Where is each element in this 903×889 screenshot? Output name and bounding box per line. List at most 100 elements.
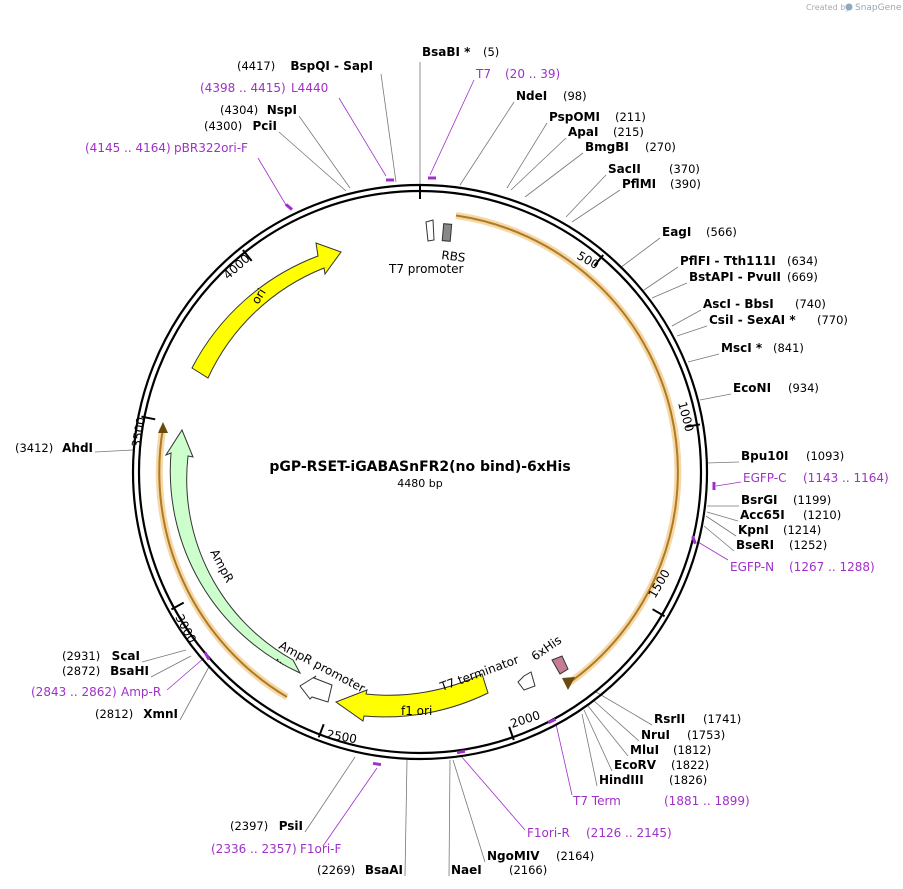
primer-leader-egfp-n	[697, 541, 729, 561]
primer-leader-l4440	[338, 97, 387, 177]
enzyme-name-bspqi-sapi: BspQI - SapI	[290, 59, 373, 73]
enzyme-name-psii: PsiI	[279, 819, 303, 833]
primer-name-f1ori-r: F1ori-R	[527, 826, 570, 840]
enzyme-name-bmgbi: BmgBI	[585, 140, 629, 154]
primer-leader-t7	[429, 79, 475, 176]
his-tag-feature: 6xHis	[529, 633, 569, 675]
primer-site-pbr322ori-f	[284, 203, 294, 211]
enzyme-name-hindiii: HindIII	[599, 773, 644, 787]
enzyme-name-bsahi: BsaHI	[110, 664, 149, 678]
primer-range-f1ori-r: (2126 .. 2145)	[586, 826, 672, 840]
enzyme-leader-mlui	[587, 705, 629, 757]
enzyme-name-ecorv: EcoRV	[614, 758, 657, 772]
enzyme-leader-bseri	[703, 525, 735, 552]
enzyme-leader-ecorv	[583, 709, 613, 772]
enzyme-position-scai: (2931)	[62, 649, 100, 663]
enzyme-leader-econi	[699, 393, 732, 401]
tick-label-3000: 3000	[172, 612, 199, 646]
enzyme-name-apai: ApaI	[568, 125, 598, 139]
plasmid-name: pGP-RSET-iGABASnFR2(no bind)-6xHis	[269, 459, 570, 475]
enzyme-name-msci: MscI *	[721, 341, 763, 355]
primer-leader-f1ori-f	[322, 767, 378, 847]
f1-ori-feature: f1 ori	[334, 673, 489, 722]
ampr-highlight-arrow-icon	[158, 422, 168, 433]
tick-mark-2500	[317, 723, 325, 738]
enzyme-position-psii: (2397)	[230, 819, 268, 833]
enzyme-position-ecorv: (1822)	[671, 758, 709, 772]
enzyme-name-pflmi: PflMI	[622, 177, 656, 191]
enzyme-name-rsrii: RsrII	[654, 712, 685, 726]
primer-name-t7-term: T7 Term	[572, 794, 621, 808]
f1-ori-arrow-icon	[334, 673, 489, 722]
plasmid-length: 4480 bp	[397, 477, 442, 490]
tick-mark-1500	[652, 608, 666, 618]
enzyme-leader-ahdi	[94, 449, 134, 453]
enzyme-name-bpu10i: Bpu10I	[741, 449, 788, 463]
orf-highlight	[455, 212, 682, 690]
enzyme-name-bseri: BseRI	[736, 538, 774, 552]
primer-site-f1ori-r	[456, 749, 466, 755]
enzyme-leader-msci	[687, 353, 720, 363]
enzyme-labels: BsaBI *(5)NdeI(98)PspOMI(211)ApaI(215)Bm…	[15, 45, 848, 877]
label-leader-lines	[94, 62, 742, 877]
enzyme-name-bstapi-pvuii: BstAPI - PvuII	[689, 270, 781, 284]
primer-leader-t7-term	[555, 723, 573, 796]
ampr-promoter-feature: AmpR promoter	[277, 638, 367, 703]
primer-leader-f1ori-r	[460, 755, 526, 831]
enzyme-leader-rsrii	[595, 691, 653, 726]
enzyme-name-xmni: XmnI	[143, 707, 178, 721]
enzyme-position-acc65i: (1210)	[803, 508, 841, 522]
orf-highlight-line	[455, 214, 679, 686]
enzyme-name-nrui: NruI	[641, 728, 670, 742]
tick-mark-3000	[170, 601, 185, 611]
enzyme-position-hindiii: (1826)	[669, 773, 707, 787]
primer-site-egfp-c	[712, 482, 716, 490]
primer-name-pbr322ori-f: pBR322ori-F	[174, 141, 248, 155]
enzyme-position-csii-sexai: (770)	[817, 313, 848, 327]
enzyme-name-naei: NaeI	[451, 863, 482, 877]
enzyme-position-sacii: (370)	[669, 162, 700, 176]
enzyme-leader-nspi	[298, 115, 351, 189]
primer-name-f1ori-f: F1ori-F	[300, 842, 341, 856]
primer-name-amp-r: Amp-R	[121, 685, 161, 699]
enzyme-position-bpu10i: (1093)	[806, 449, 844, 463]
enzyme-name-nspi: NspI	[267, 103, 297, 117]
enzyme-position-econi: (934)	[788, 381, 819, 395]
snapgene-logo-icon	[845, 3, 853, 11]
tick-mark-4000	[242, 249, 253, 262]
enzyme-leader-asci-bbsi	[671, 309, 702, 327]
enzyme-position-bsabi: (5)	[483, 45, 499, 59]
enzyme-leader-pflmi	[571, 189, 621, 223]
orf-arrow-head	[562, 677, 575, 690]
enzyme-leader-sacii	[565, 174, 607, 218]
enzyme-leader-ngomiv	[452, 759, 486, 863]
primer-range-t7-term: (1881 .. 1899)	[664, 794, 750, 808]
primer-range-egfp-n: (1267 .. 1288)	[789, 560, 875, 574]
enzyme-name-bsrgi: BsrGI	[741, 493, 778, 507]
orf-highlight-band	[455, 212, 682, 688]
credit-prefix: Created by	[806, 3, 850, 12]
enzyme-position-bseri: (1252)	[789, 538, 827, 552]
enzyme-leader-hindiii	[581, 713, 598, 787]
enzyme-name-ndei: NdeI	[516, 89, 547, 103]
ori-arrow-icon	[191, 242, 342, 379]
enzyme-position-rsrii: (1741)	[703, 712, 741, 726]
enzyme-leader-bpu10i	[706, 461, 740, 464]
enzyme-name-sacii: SacII	[608, 162, 641, 176]
enzyme-position-pcii: (4300)	[204, 119, 242, 133]
primer-site-t7-term	[547, 717, 557, 725]
enzyme-leader-nrui	[592, 699, 640, 742]
enzyme-position-pspomi: (211)	[615, 110, 646, 124]
primer-range-pbr322ori-f: (4145 .. 4164)	[85, 141, 171, 155]
ampr-highlight	[155, 422, 289, 701]
enzyme-position-kpni: (1214)	[783, 523, 821, 537]
primer-range-l4440: (4398 .. 4415)	[200, 81, 286, 95]
enzyme-leader-kpni	[705, 515, 737, 537]
enzyme-name-ahdi: AhdI	[62, 441, 93, 455]
enzyme-name-bsaai: BsaAI	[365, 863, 403, 877]
enzyme-leader-pspomi	[506, 122, 548, 189]
enzyme-leader-psii	[304, 756, 356, 833]
primer-labels: (20 .. 39)T7(1143 .. 1164)EGFP-C(1267 ..…	[31, 67, 889, 856]
enzyme-leader-xmni	[179, 664, 211, 721]
